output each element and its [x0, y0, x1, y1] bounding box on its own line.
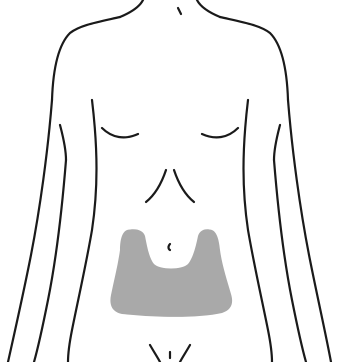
left-neck-line: [120, 0, 143, 17]
left-rib-line: [146, 170, 166, 202]
right-chest-line: [202, 128, 238, 137]
left-arm-inner: [34, 160, 66, 362]
highlighted-abdomen-region: [110, 229, 232, 317]
left-groin-line: [150, 345, 160, 362]
right-neck-line: [197, 0, 220, 17]
left-arm-outer: [8, 100, 52, 362]
right-shoulder-outline: [220, 17, 288, 100]
right-arm-inner: [274, 160, 306, 362]
left-chest-line: [102, 128, 138, 137]
right-torso-side: [244, 100, 273, 362]
right-groin-line: [180, 345, 190, 362]
right-arm-outer: [288, 100, 331, 362]
left-torso-side: [68, 100, 97, 362]
right-armpit: [274, 125, 280, 160]
left-armpit: [60, 125, 66, 160]
right-rib-line: [174, 170, 194, 202]
neck-notch-mark: [178, 8, 181, 14]
left-shoulder-outline: [52, 17, 120, 100]
navel: [169, 244, 171, 250]
